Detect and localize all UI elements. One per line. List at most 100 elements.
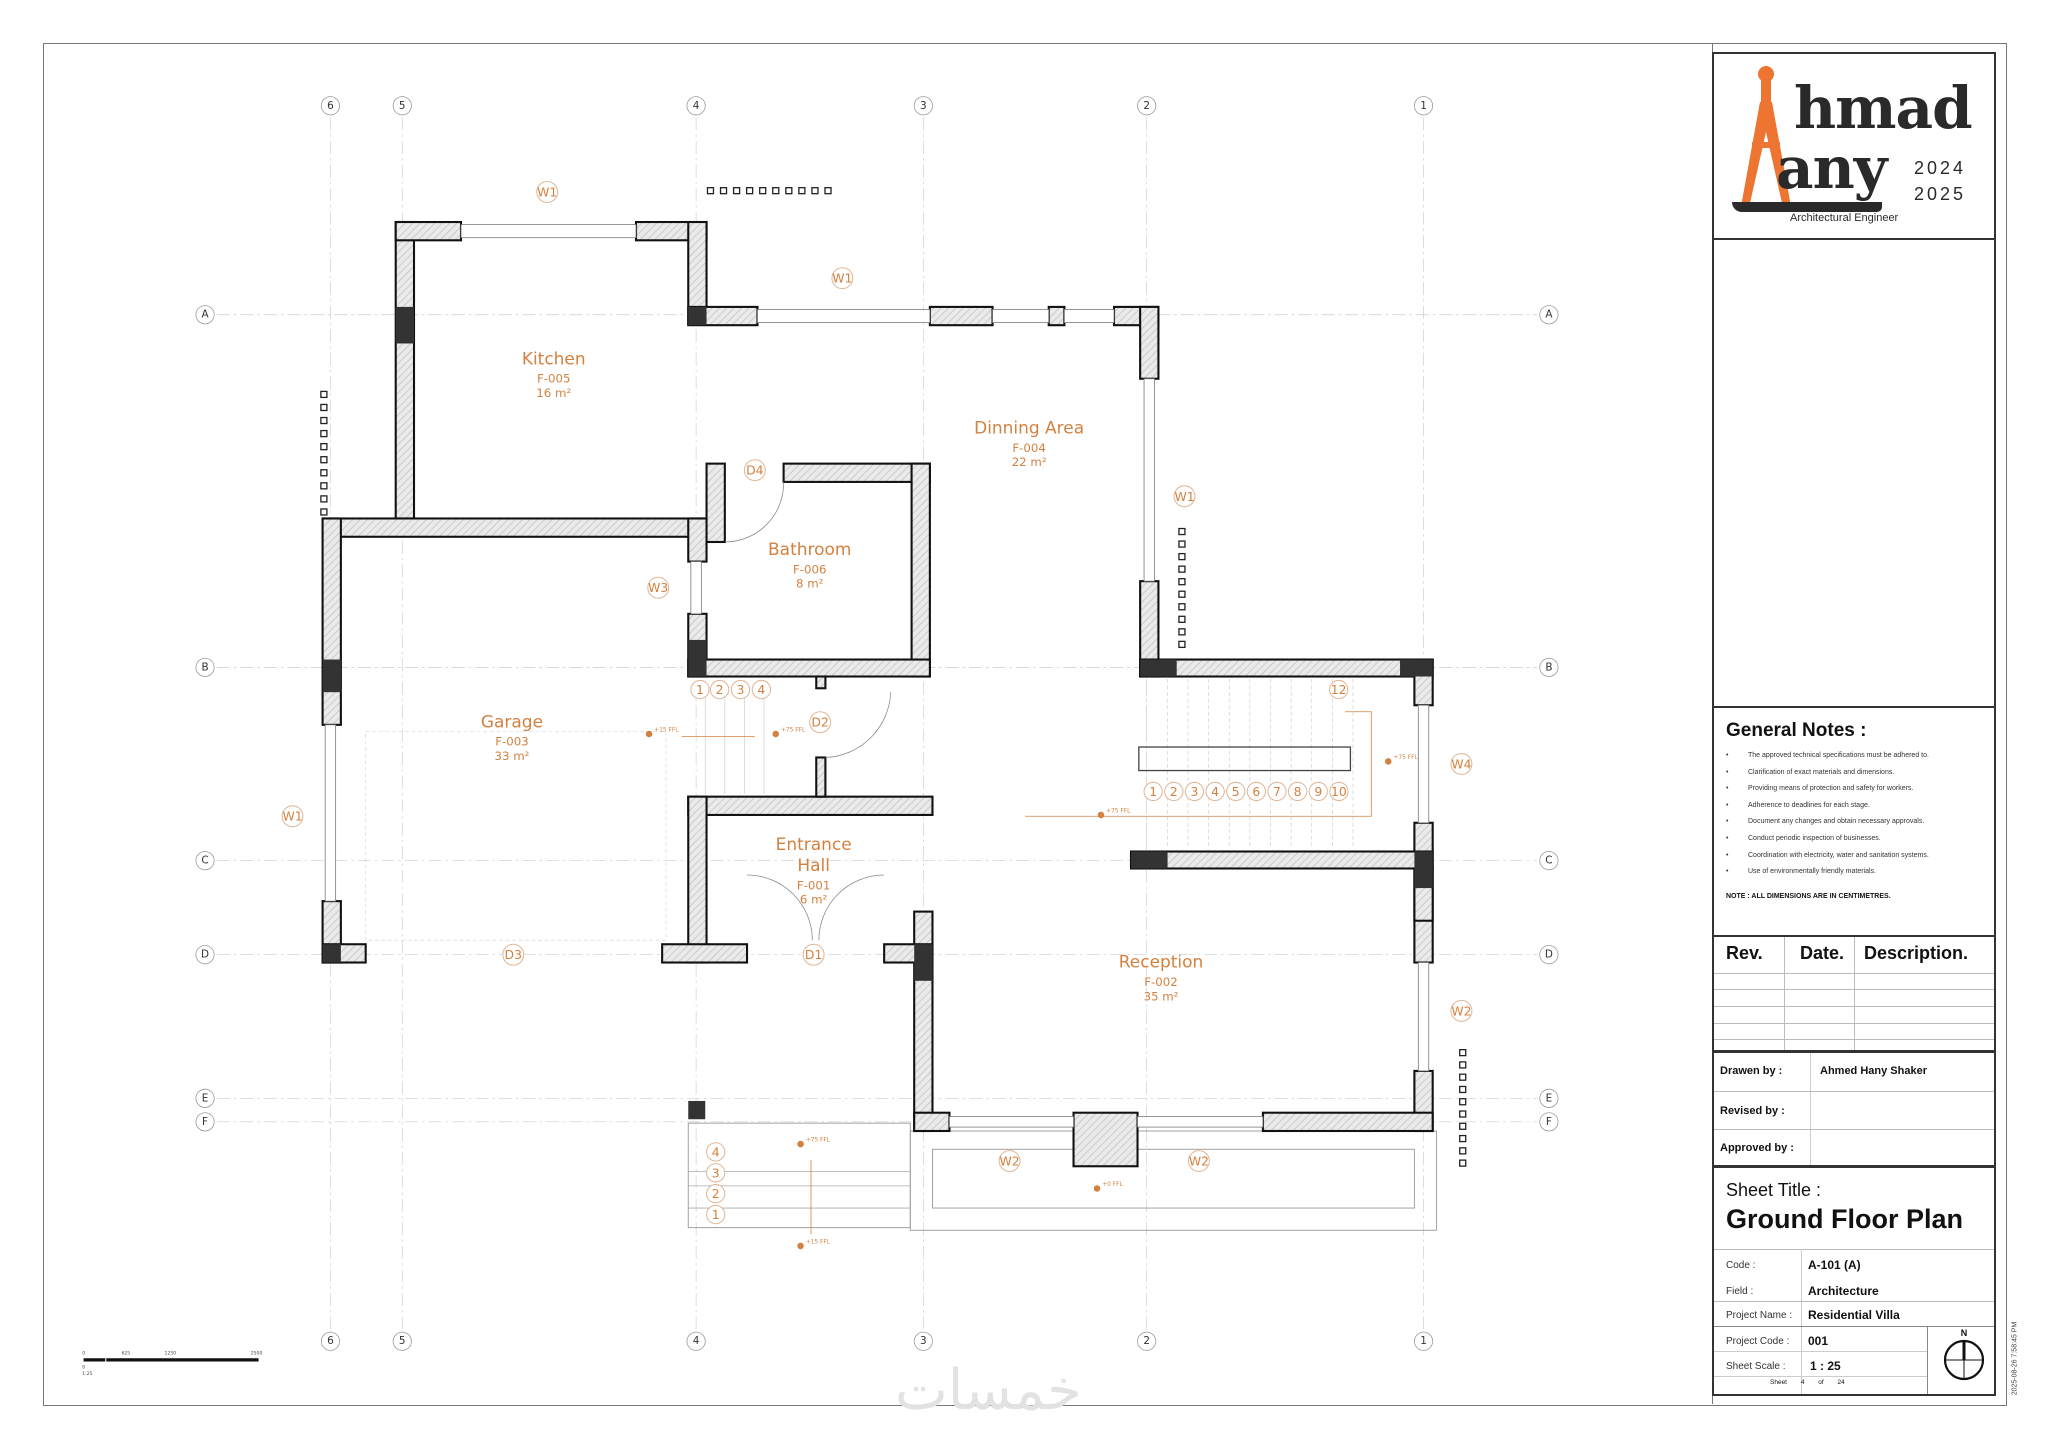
scale-bar: 0 625 1250 2500 0 1:25	[82, 1350, 262, 1377]
structural-column	[914, 944, 933, 981]
divider	[1714, 1023, 1994, 1024]
sheet-label: Sheet	[1770, 1379, 1787, 1386]
stair-step-number: 4	[1211, 784, 1219, 799]
wall-segment	[687, 795, 934, 816]
divider	[1801, 1249, 1802, 1394]
level-marker-icon	[1385, 758, 1392, 765]
marker-square	[1459, 1159, 1467, 1167]
door-window-tag: D2	[811, 715, 828, 730]
marker-square	[732, 187, 741, 195]
marker-square	[320, 508, 328, 516]
stair-step-number-circle	[730, 679, 751, 700]
door-window-tag-circle	[998, 1150, 1021, 1173]
grid-row-f: F F	[195, 1112, 1559, 1132]
marker-square	[1178, 615, 1186, 623]
stair-step-number: 1	[1149, 784, 1157, 799]
structural-column	[395, 306, 415, 344]
divider	[1927, 1326, 1928, 1394]
divider	[1714, 1129, 1994, 1130]
field-value: Architecture	[1808, 1284, 1879, 1298]
door-window-tag-circle	[831, 267, 854, 290]
marker-square	[1178, 552, 1186, 561]
window	[460, 224, 637, 239]
field-label: Field :	[1726, 1286, 1754, 1297]
stair-step-number-circle	[709, 679, 730, 700]
window	[992, 309, 1050, 323]
marker-square	[320, 390, 328, 399]
stair-step-number-circle	[1246, 781, 1267, 802]
marker-square	[320, 482, 328, 490]
marker-square	[1459, 1147, 1467, 1155]
marker-square	[320, 403, 328, 412]
wall-segment	[394, 220, 463, 242]
structural-column	[688, 1100, 706, 1120]
window	[1063, 309, 1115, 323]
door-window-tag: W1	[537, 184, 557, 199]
door-window-tag: W4	[1451, 757, 1471, 772]
marker-square	[320, 469, 328, 477]
marker-square	[1178, 640, 1186, 649]
walls	[321, 220, 1434, 1168]
wall-segment	[913, 1111, 951, 1133]
stair-step-number-circle	[1143, 781, 1163, 802]
stair-step-number: 1	[696, 682, 704, 697]
marker-square	[320, 442, 328, 451]
logo-line1: hmad	[1794, 74, 1973, 142]
marker-square	[320, 495, 328, 503]
svg-text:Entrance: Entrance	[776, 835, 852, 855]
structural-column	[322, 944, 341, 963]
wall-segment	[394, 220, 416, 520]
door-window-tag-circle	[1450, 999, 1473, 1022]
door-window-tag-circle	[1187, 1150, 1210, 1173]
svg-text:5: 5	[399, 100, 406, 112]
level-marker-icon	[797, 1242, 804, 1250]
stair-step-number: 2	[712, 1186, 720, 1201]
stair-step-number-circle	[706, 1204, 726, 1225]
stair-step-number: 8	[1294, 784, 1302, 799]
stair-step-number-circle	[1329, 781, 1349, 802]
door-window-tag: W1	[1174, 489, 1194, 504]
grid-row-e: E E	[195, 1088, 1559, 1108]
svg-text:Hall: Hall	[797, 856, 830, 876]
marker-square	[1459, 1098, 1467, 1106]
door-window-tag-circle	[1173, 485, 1196, 508]
svg-text:3: 3	[920, 100, 927, 112]
marker-square	[1459, 1085, 1467, 1094]
marker-square	[320, 416, 328, 425]
stair-step-number-circle	[751, 679, 772, 700]
door-window-tag-circle	[743, 459, 766, 482]
level-label: +15 FFL	[806, 1239, 831, 1245]
svg-text:A: A	[201, 309, 209, 321]
wall-segment	[687, 795, 708, 964]
window	[949, 1116, 1074, 1128]
compass-logo-icon	[1740, 66, 1792, 212]
stair-step-number-circle	[706, 1142, 726, 1162]
logo-underline	[1732, 202, 1882, 212]
svg-text:F: F	[1546, 1116, 1552, 1128]
svg-text:0: 0	[82, 1350, 85, 1356]
stair-step-number: 10	[1331, 784, 1347, 799]
note-item: Adherence to deadlines for each stage.	[1726, 802, 1929, 809]
svg-text:C: C	[1545, 855, 1552, 867]
svg-text:6: 6	[327, 1335, 334, 1347]
project-name-label: Project Name :	[1726, 1310, 1793, 1321]
sheet-scale-label: Sheet Scale :	[1726, 1361, 1786, 1372]
marker-square	[759, 187, 767, 195]
stair-step-number-circle	[1226, 781, 1246, 802]
marker-square	[1459, 1122, 1467, 1130]
grid-row-a: A A	[195, 305, 1559, 325]
svg-text:22 m²: 22 m²	[1012, 455, 1047, 469]
logo-year-start: 2024	[1914, 158, 1967, 178]
wall-segment	[1139, 305, 1160, 380]
divider	[1784, 937, 1785, 1050]
svg-text:D: D	[1545, 949, 1553, 961]
revised-by-label: Revised by :	[1720, 1105, 1785, 1117]
wall-segment	[687, 517, 708, 563]
stair-step-number: 2	[1170, 784, 1178, 799]
marker-square	[1178, 578, 1186, 586]
stair-step-number: 4	[757, 682, 765, 697]
stair-step-number-circle	[1287, 781, 1308, 802]
stair-handrail	[1138, 746, 1352, 772]
code-value: A-101 (A)	[1808, 1258, 1861, 1272]
